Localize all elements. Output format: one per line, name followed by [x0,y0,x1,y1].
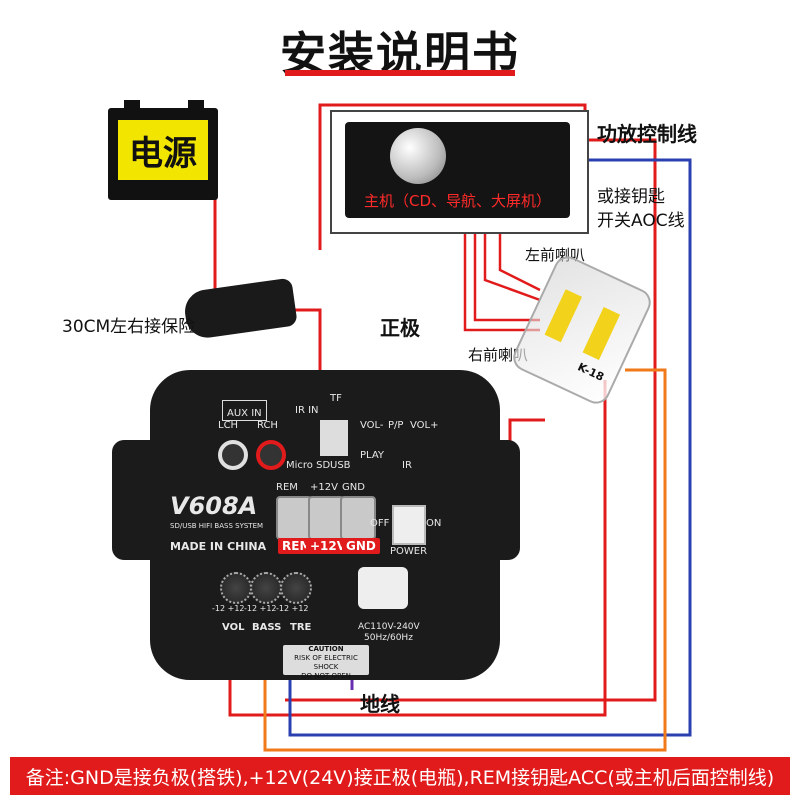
tre-knob[interactable] [280,572,312,604]
caution-title: CAUTION [308,645,344,653]
aux-in-label: AUX IN [227,408,262,419]
usb-label: USB [330,460,351,471]
rca-right-jack [256,440,286,470]
rch-label: RCH [257,420,278,431]
bass-scale: -12 +12 [244,604,277,613]
head-unit-label: 主机（CD、导航、大屏机） [363,192,552,210]
ac-socket [358,567,408,609]
head-unit [345,122,570,218]
splitter-chip-right [582,307,621,360]
rem-terminal [276,496,312,540]
caution-label: CAUTION RISK OF ELECTRIC SHOCK DO NOT OP… [283,645,369,680]
battery-terminal-negative [124,100,140,110]
rem-top-label: REM [276,482,298,493]
on-label: ON [426,518,442,529]
p12-top-label: +12V [310,482,338,493]
vol-label: VOL [222,622,245,633]
power-label: POWER [390,546,428,557]
vol-scale: -12 +12 [212,604,245,613]
right-speaker-lead-1 [463,230,540,332]
control-wire-label: 功放控制线 [597,122,697,146]
gnd-top-label: GND [342,482,365,493]
made-in-label: MADE IN CHINA [170,540,267,553]
aux-in-box: AUX IN [222,400,267,421]
caution-line-2: DO NOT OPEN [301,672,351,680]
ir-label: IR [402,460,412,471]
battery-label: 电源 [118,120,208,180]
play-label: PLAY [360,450,385,461]
rca-left-jack [218,440,248,470]
power-switch[interactable] [392,505,426,545]
lch-label: LCH [218,420,239,431]
micro-sd-label: Micro SD [286,460,331,471]
tre-scale: -12 +12 [276,604,309,613]
gnd-tag: GND [342,538,380,554]
p12-tag: +12V [306,538,351,554]
tf-label: TF [330,393,342,404]
hz-label: 50Hz/60Hz [364,633,413,643]
battery-terminal-positive [188,100,204,110]
vol-knob[interactable] [220,572,252,604]
title-underline [285,70,515,76]
note-bar: 备注:GND是接负极(搭铁),+12V(24V)接正极(电瓶),REM接钥匙AC… [10,757,790,795]
left-speaker-lead-1 [483,230,541,302]
right-speaker-lead-2 [473,230,540,322]
fuse-label: 30CM左右接保险 [62,317,196,337]
head-unit-knob [390,128,446,184]
key-switch-label-1: 或接钥匙 [597,187,665,207]
model-subtitle: SD/USB HIFI BASS SYSTEM [170,522,264,530]
key-switch-label-2: 开关AOC线 [597,211,685,231]
off-label: OFF [370,518,390,529]
ground-label: 地线 [360,692,400,716]
pp-label: P/P [388,420,404,431]
tre-label: TRE [290,622,312,633]
splitter-chip-left [544,289,582,343]
splitter-label: K-18 [575,360,606,384]
battery: 电源 [108,100,218,200]
vol-plus-label: VOL+ [410,420,439,431]
bass-knob[interactable] [250,572,282,604]
p12-terminal [308,496,344,540]
left-speaker-lead-2 [498,230,541,292]
caution-line-1: RISK OF ELECTRIC SHOCK [294,654,358,671]
vol-minus-label: VOL- [360,420,384,431]
model-label: V608A [170,492,258,520]
bass-label: BASS [252,622,282,633]
ac-label: AC110V-240V [358,622,420,632]
usb-port [320,420,348,456]
positive-label: 正极 [380,316,420,340]
ir-in-label: IR IN [295,405,319,416]
